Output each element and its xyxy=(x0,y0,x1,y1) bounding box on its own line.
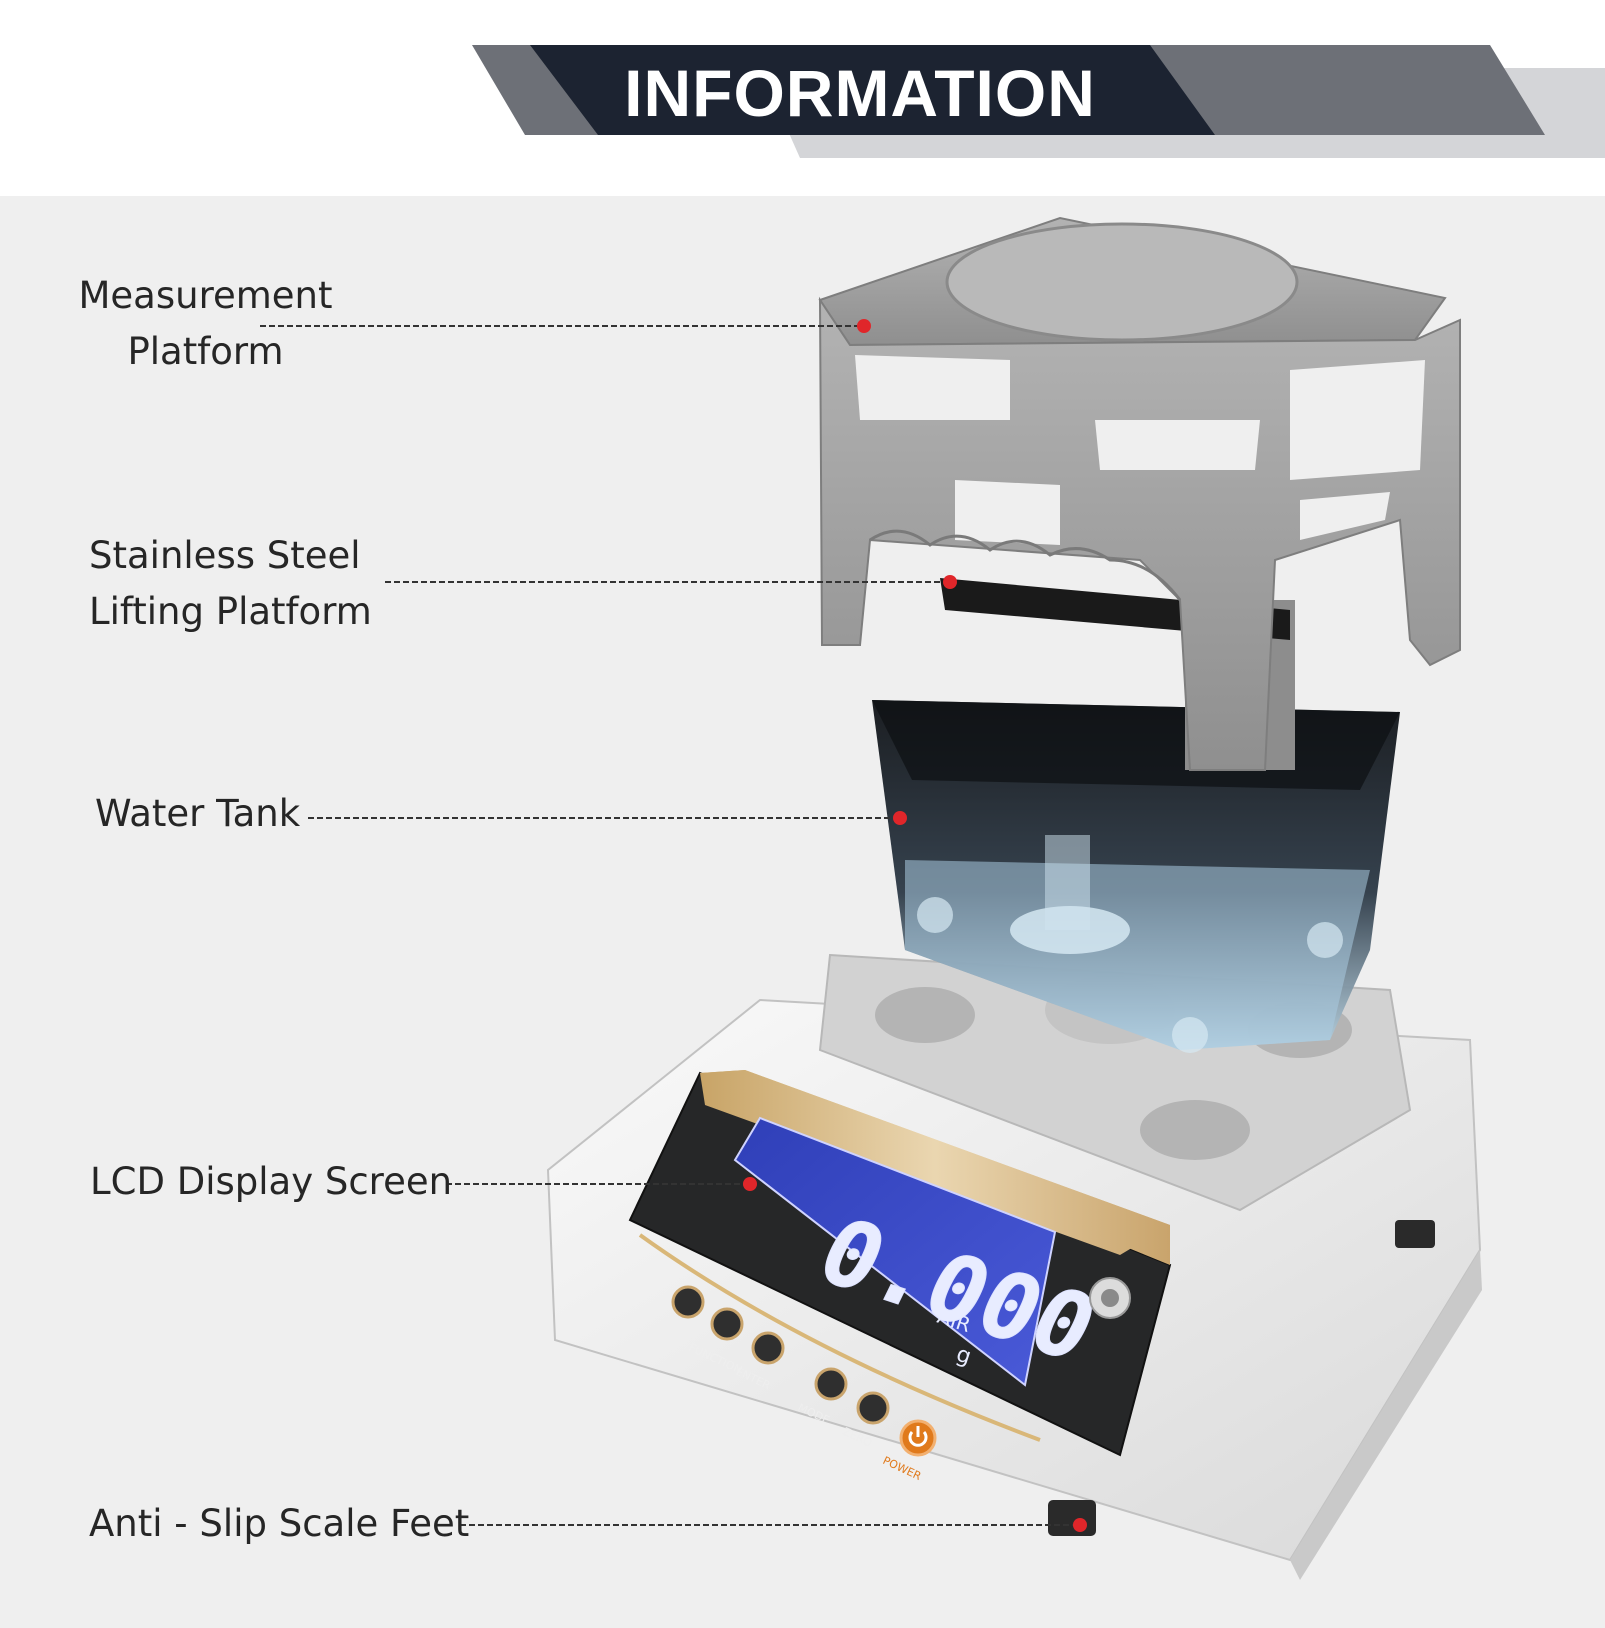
water-tank xyxy=(872,700,1400,1053)
callout-line: Anti - Slip Scale Feet xyxy=(89,1502,470,1545)
callout-measurement-platform: Measurement Platform xyxy=(78,268,333,380)
rear-foot xyxy=(1395,1220,1435,1248)
callout-line: Platform xyxy=(127,330,284,373)
front-foot xyxy=(1048,1500,1096,1536)
marker-scale-feet xyxy=(1073,1518,1087,1532)
balance-body: 0.000 AIR g SET FUNCTION ENTER MODE ZERO… xyxy=(546,953,1482,1580)
callout-line: Measurement xyxy=(78,274,333,317)
callout-line: Lifting Platform xyxy=(89,590,372,633)
callout-line: Water Tank xyxy=(95,792,301,835)
balance-illustration: 0.000 AIR g SET FUNCTION ENTER MODE ZERO… xyxy=(260,216,1482,1580)
marker-water-tank xyxy=(893,811,907,825)
banner-title: INFORMATION xyxy=(624,56,1096,130)
callout-lcd-screen: LCD Display Screen xyxy=(90,1154,452,1210)
callout-lifting-platform: Stainless Steel Lifting Platform xyxy=(89,528,372,640)
callout-line: Stainless Steel xyxy=(89,534,361,577)
lcd-screen xyxy=(733,1116,1057,1387)
marker-measurement-platform xyxy=(857,319,871,333)
product-stage: 0.000 AIR g SET FUNCTION ENTER MODE ZERO… xyxy=(0,196,1605,1628)
callout-line: LCD Display Screen xyxy=(90,1160,453,1203)
callout-water-tank: Water Tank xyxy=(95,786,300,842)
button-power-label: POWER xyxy=(881,1454,924,1483)
marker-lifting-platform xyxy=(943,575,957,589)
callout-scale-feet: Anti - Slip Scale Feet xyxy=(89,1496,469,1552)
power-icon xyxy=(908,1431,928,1447)
platform-plate xyxy=(945,222,1299,342)
marker-lcd-screen xyxy=(743,1177,757,1191)
banner-graphic xyxy=(472,45,1605,158)
banner-dark-stripe xyxy=(530,45,1215,135)
measurement-platform xyxy=(818,216,1461,771)
header: INFORMATION xyxy=(0,0,1605,196)
